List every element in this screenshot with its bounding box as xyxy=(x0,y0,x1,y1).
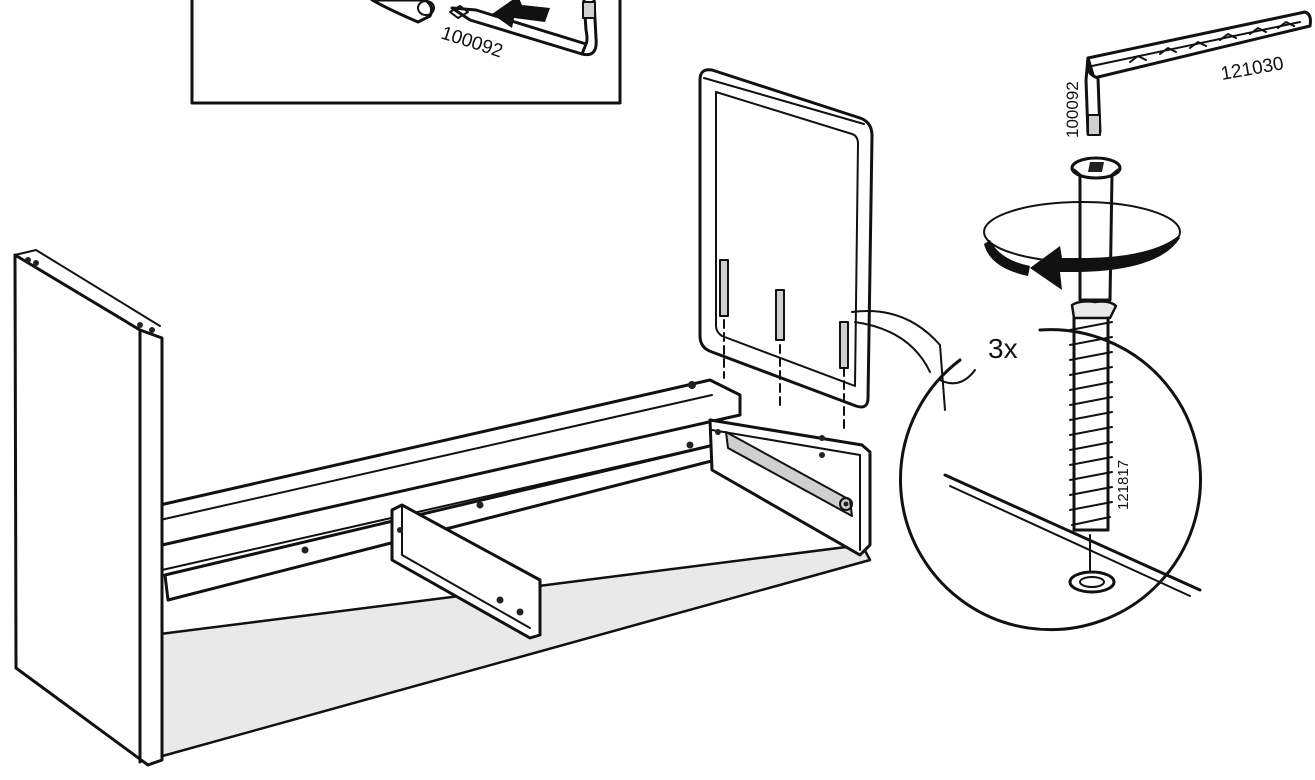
allen-key-icon xyxy=(1084,56,1102,136)
cabinet-frame xyxy=(13,249,872,767)
front-panel xyxy=(698,68,874,433)
screw-thread xyxy=(1069,321,1113,526)
wrench-icon xyxy=(1086,10,1312,80)
screw-part-number: 121817 xyxy=(1115,460,1132,510)
allen-key-icon xyxy=(370,0,598,57)
allen-key-inset-panel: 100092 xyxy=(190,0,622,105)
quantity-label: 3x xyxy=(988,333,1018,364)
allen-key-part-number: 100092 xyxy=(1063,81,1082,138)
magnified-screw-detail: 121817 xyxy=(899,156,1202,632)
screw-icon xyxy=(719,259,849,369)
insert-arrow-icon xyxy=(492,0,550,28)
rotation-arrow-icon xyxy=(983,201,1181,290)
wrench-part-number: 121030 xyxy=(1219,53,1285,85)
